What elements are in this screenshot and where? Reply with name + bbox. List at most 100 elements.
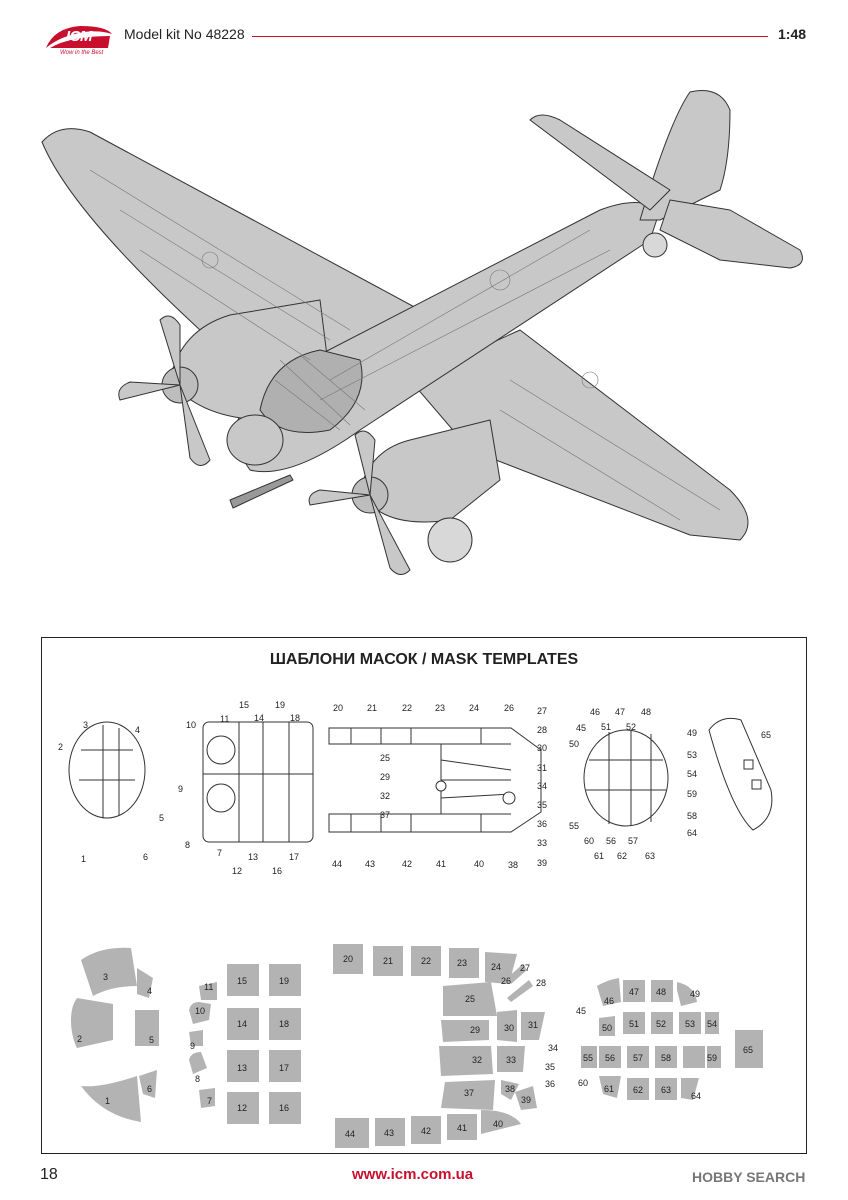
mask-label: 38 bbox=[505, 1084, 515, 1094]
drawing-label: 57 bbox=[628, 836, 638, 846]
drawing-label: 61 bbox=[594, 851, 604, 861]
mask-label: 42 bbox=[421, 1126, 431, 1136]
mask-label: 3 bbox=[103, 972, 108, 982]
drawing-label: 39 bbox=[537, 858, 547, 868]
mask-label: 43 bbox=[384, 1128, 394, 1138]
mask-label: 55 bbox=[583, 1053, 593, 1063]
mask-label: 58 bbox=[661, 1053, 671, 1063]
drawing-label: 54 bbox=[687, 769, 697, 779]
mask-label: 5 bbox=[149, 1035, 154, 1045]
mask-label: 24 bbox=[491, 962, 501, 972]
mask-label: 49 bbox=[690, 989, 700, 999]
mask-label: 46 bbox=[604, 996, 614, 1006]
drawing-label: 59 bbox=[687, 789, 697, 799]
drawing-label: 11 bbox=[220, 714, 229, 724]
icm-logo-icon bbox=[46, 26, 112, 48]
drawing-label: 63 bbox=[645, 851, 655, 861]
mask-label: 34 bbox=[548, 1043, 558, 1053]
drawing-label: 25 bbox=[380, 753, 390, 763]
mask-label: 22 bbox=[421, 956, 431, 966]
mask-label: 6 bbox=[147, 1084, 152, 1094]
mask-templates-title: ШАБЛОНИ МАСОК / MASK TEMPLATES bbox=[269, 651, 579, 668]
mask-label: 37 bbox=[464, 1088, 474, 1098]
mask-label: 11 bbox=[204, 982, 213, 992]
drawing-number-labels: 1 2 3 4 5 6 7 8 9 10 11 12 13 14 15 16 1… bbox=[58, 700, 771, 876]
canopy-line-drawings bbox=[68, 717, 773, 843]
mask-label: 47 bbox=[629, 987, 639, 997]
drawing-label: 37 bbox=[380, 810, 390, 820]
mask-label: 32 bbox=[472, 1055, 482, 1065]
mask-label: 15 bbox=[237, 976, 247, 986]
mask-label: 17 bbox=[279, 1063, 289, 1073]
mask-label: 13 bbox=[237, 1063, 247, 1073]
drawing-label: 5 bbox=[159, 813, 164, 823]
drawing-label: 53 bbox=[687, 750, 697, 760]
mask-label: 63 bbox=[661, 1085, 671, 1095]
drawing-label: 48 bbox=[641, 707, 651, 717]
mask-label: 21 bbox=[383, 956, 393, 966]
mask-number-labels: 1 2 3 4 5 6 7 8 9 10 11 12 13 14 15 16 1… bbox=[77, 954, 753, 1139]
brand-tagline: Wow in the Best bbox=[60, 50, 104, 56]
mask-label: 64 bbox=[691, 1091, 701, 1101]
page-number: 18 bbox=[40, 1166, 58, 1183]
drawing-label: 18 bbox=[290, 713, 300, 723]
website-link[interactable]: www.icm.com.ua bbox=[352, 1166, 474, 1183]
mask-label: 30 bbox=[504, 1023, 514, 1033]
drawing-label: 29 bbox=[380, 772, 390, 782]
mask-label: 29 bbox=[470, 1025, 480, 1035]
page-header: ICM Wow in the Best Model kit No 48228 1… bbox=[0, 0, 848, 60]
drawing-label: 56 bbox=[606, 836, 616, 846]
mask-label: 45 bbox=[576, 1006, 586, 1016]
drawing-label: 45 bbox=[576, 723, 586, 733]
drawing-label: 44 bbox=[332, 859, 342, 869]
mask-label: 7 bbox=[207, 1096, 212, 1106]
drawing-label: 15 bbox=[239, 700, 249, 710]
drawing-label: 52 bbox=[626, 722, 636, 732]
drawing-label: 12 bbox=[232, 866, 242, 876]
drawing-label: 36 bbox=[537, 819, 547, 829]
drawing-label: 38 bbox=[508, 860, 518, 870]
mask-label: 23 bbox=[457, 958, 467, 968]
mask-label: 53 bbox=[685, 1019, 695, 1029]
mask-label: 9 bbox=[190, 1041, 195, 1051]
drawing-label: 60 bbox=[584, 836, 594, 846]
header-rule bbox=[252, 36, 768, 37]
mask-label: 59 bbox=[707, 1053, 717, 1063]
drawing-label: 58 bbox=[687, 811, 697, 821]
mask-label: 28 bbox=[536, 978, 546, 988]
mask-label: 62 bbox=[633, 1085, 643, 1095]
drawing-label: 10 bbox=[186, 720, 196, 730]
mask-label: 61 bbox=[604, 1084, 614, 1094]
drawing-label: 8 bbox=[185, 840, 190, 850]
drawing-label: 64 bbox=[687, 828, 697, 838]
mask-label: 18 bbox=[279, 1019, 289, 1029]
mask-label: 41 bbox=[457, 1123, 467, 1133]
mask-label: 4 bbox=[147, 986, 152, 996]
drawing-label: 1 bbox=[81, 854, 86, 864]
drawing-label: 34 bbox=[537, 781, 547, 791]
mask-label: 65 bbox=[743, 1045, 753, 1055]
mask-label: 57 bbox=[633, 1053, 643, 1063]
mask-label: 56 bbox=[605, 1053, 615, 1063]
drawing-label: 31 bbox=[537, 763, 547, 773]
mask-label: 39 bbox=[521, 1095, 531, 1105]
drawing-label: 62 bbox=[617, 851, 627, 861]
mask-label: 10 bbox=[195, 1006, 205, 1016]
mask-label: 54 bbox=[707, 1019, 717, 1029]
drawing-label: 24 bbox=[469, 703, 479, 713]
mask-label: 12 bbox=[237, 1103, 247, 1113]
mask-label: 31 bbox=[528, 1020, 538, 1030]
drawing-label: 22 bbox=[402, 703, 412, 713]
mask-label: 60 bbox=[578, 1078, 588, 1088]
drawing-label: 65 bbox=[761, 730, 771, 740]
drawing-label: 40 bbox=[474, 859, 484, 869]
mask-label: 1 bbox=[105, 1096, 110, 1106]
drawing-label: 3 bbox=[83, 720, 88, 730]
mask-label: 40 bbox=[493, 1119, 503, 1129]
mask-templates-drawings: 1 2 3 4 5 6 7 8 9 10 11 12 13 14 15 16 1… bbox=[58, 700, 773, 1148]
drawing-label: 23 bbox=[435, 703, 445, 713]
drawing-label: 4 bbox=[135, 725, 140, 735]
drawing-label: 16 bbox=[272, 866, 282, 876]
mask-label: 52 bbox=[656, 1019, 666, 1029]
drawing-label: 47 bbox=[615, 707, 625, 717]
